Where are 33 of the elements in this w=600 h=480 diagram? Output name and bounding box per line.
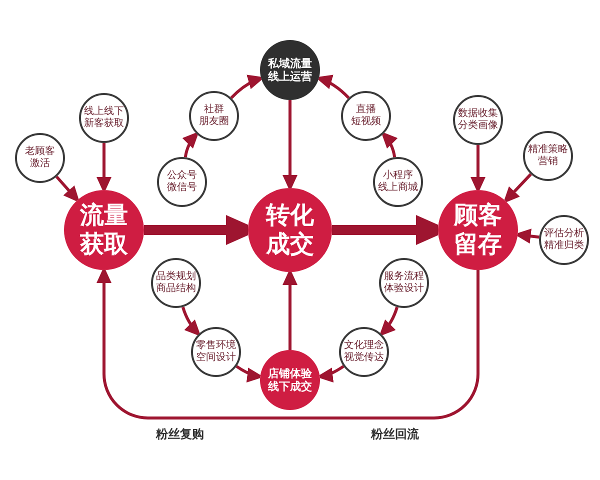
step-circle	[151, 258, 201, 308]
step-circle	[379, 258, 429, 308]
step-circle	[373, 157, 423, 207]
step-circle	[79, 93, 129, 143]
circle-label: 零售环境空间设计	[195, 340, 237, 364]
step-circle	[189, 91, 239, 141]
circle-label: 店铺体验线下成交	[266, 366, 313, 394]
circle-label: 顾客留存	[452, 201, 503, 259]
step-circle	[341, 91, 391, 141]
step-circle	[157, 157, 207, 207]
circle-label: 直播短视频	[350, 104, 382, 128]
circle-label: 私域流量线上运营	[266, 56, 313, 84]
loop-label: 粉丝复购	[156, 426, 204, 443]
circle-label: 线上线下新客获取	[83, 106, 125, 130]
loop-label: 粉丝回流	[371, 426, 419, 443]
step-circle	[15, 133, 65, 183]
circle-label: 小程序线上商城	[377, 170, 419, 194]
circle-label: 精准策略营销	[527, 144, 569, 168]
circle-label: 公众号微信号	[166, 170, 198, 194]
step-circle	[539, 215, 589, 265]
step-circle	[523, 131, 573, 181]
circle-label: 文化理念视觉传达	[343, 340, 385, 364]
circle-label: 流量获取	[78, 201, 129, 259]
circle-label: 服务流程体验设计	[383, 271, 425, 295]
step-circle	[339, 327, 389, 377]
step-circle	[453, 95, 503, 145]
circle-label: 品类规划商品结构	[155, 271, 197, 295]
circle-label: 数据收集分类画像	[457, 108, 499, 132]
circle-label: 转化成交	[264, 201, 315, 259]
circle-label: 社群朋友圈	[198, 104, 230, 128]
circle-label: 老顾客激活	[24, 146, 56, 170]
step-circle	[191, 327, 241, 377]
circle-label: 评估分析精准归类	[543, 228, 585, 252]
